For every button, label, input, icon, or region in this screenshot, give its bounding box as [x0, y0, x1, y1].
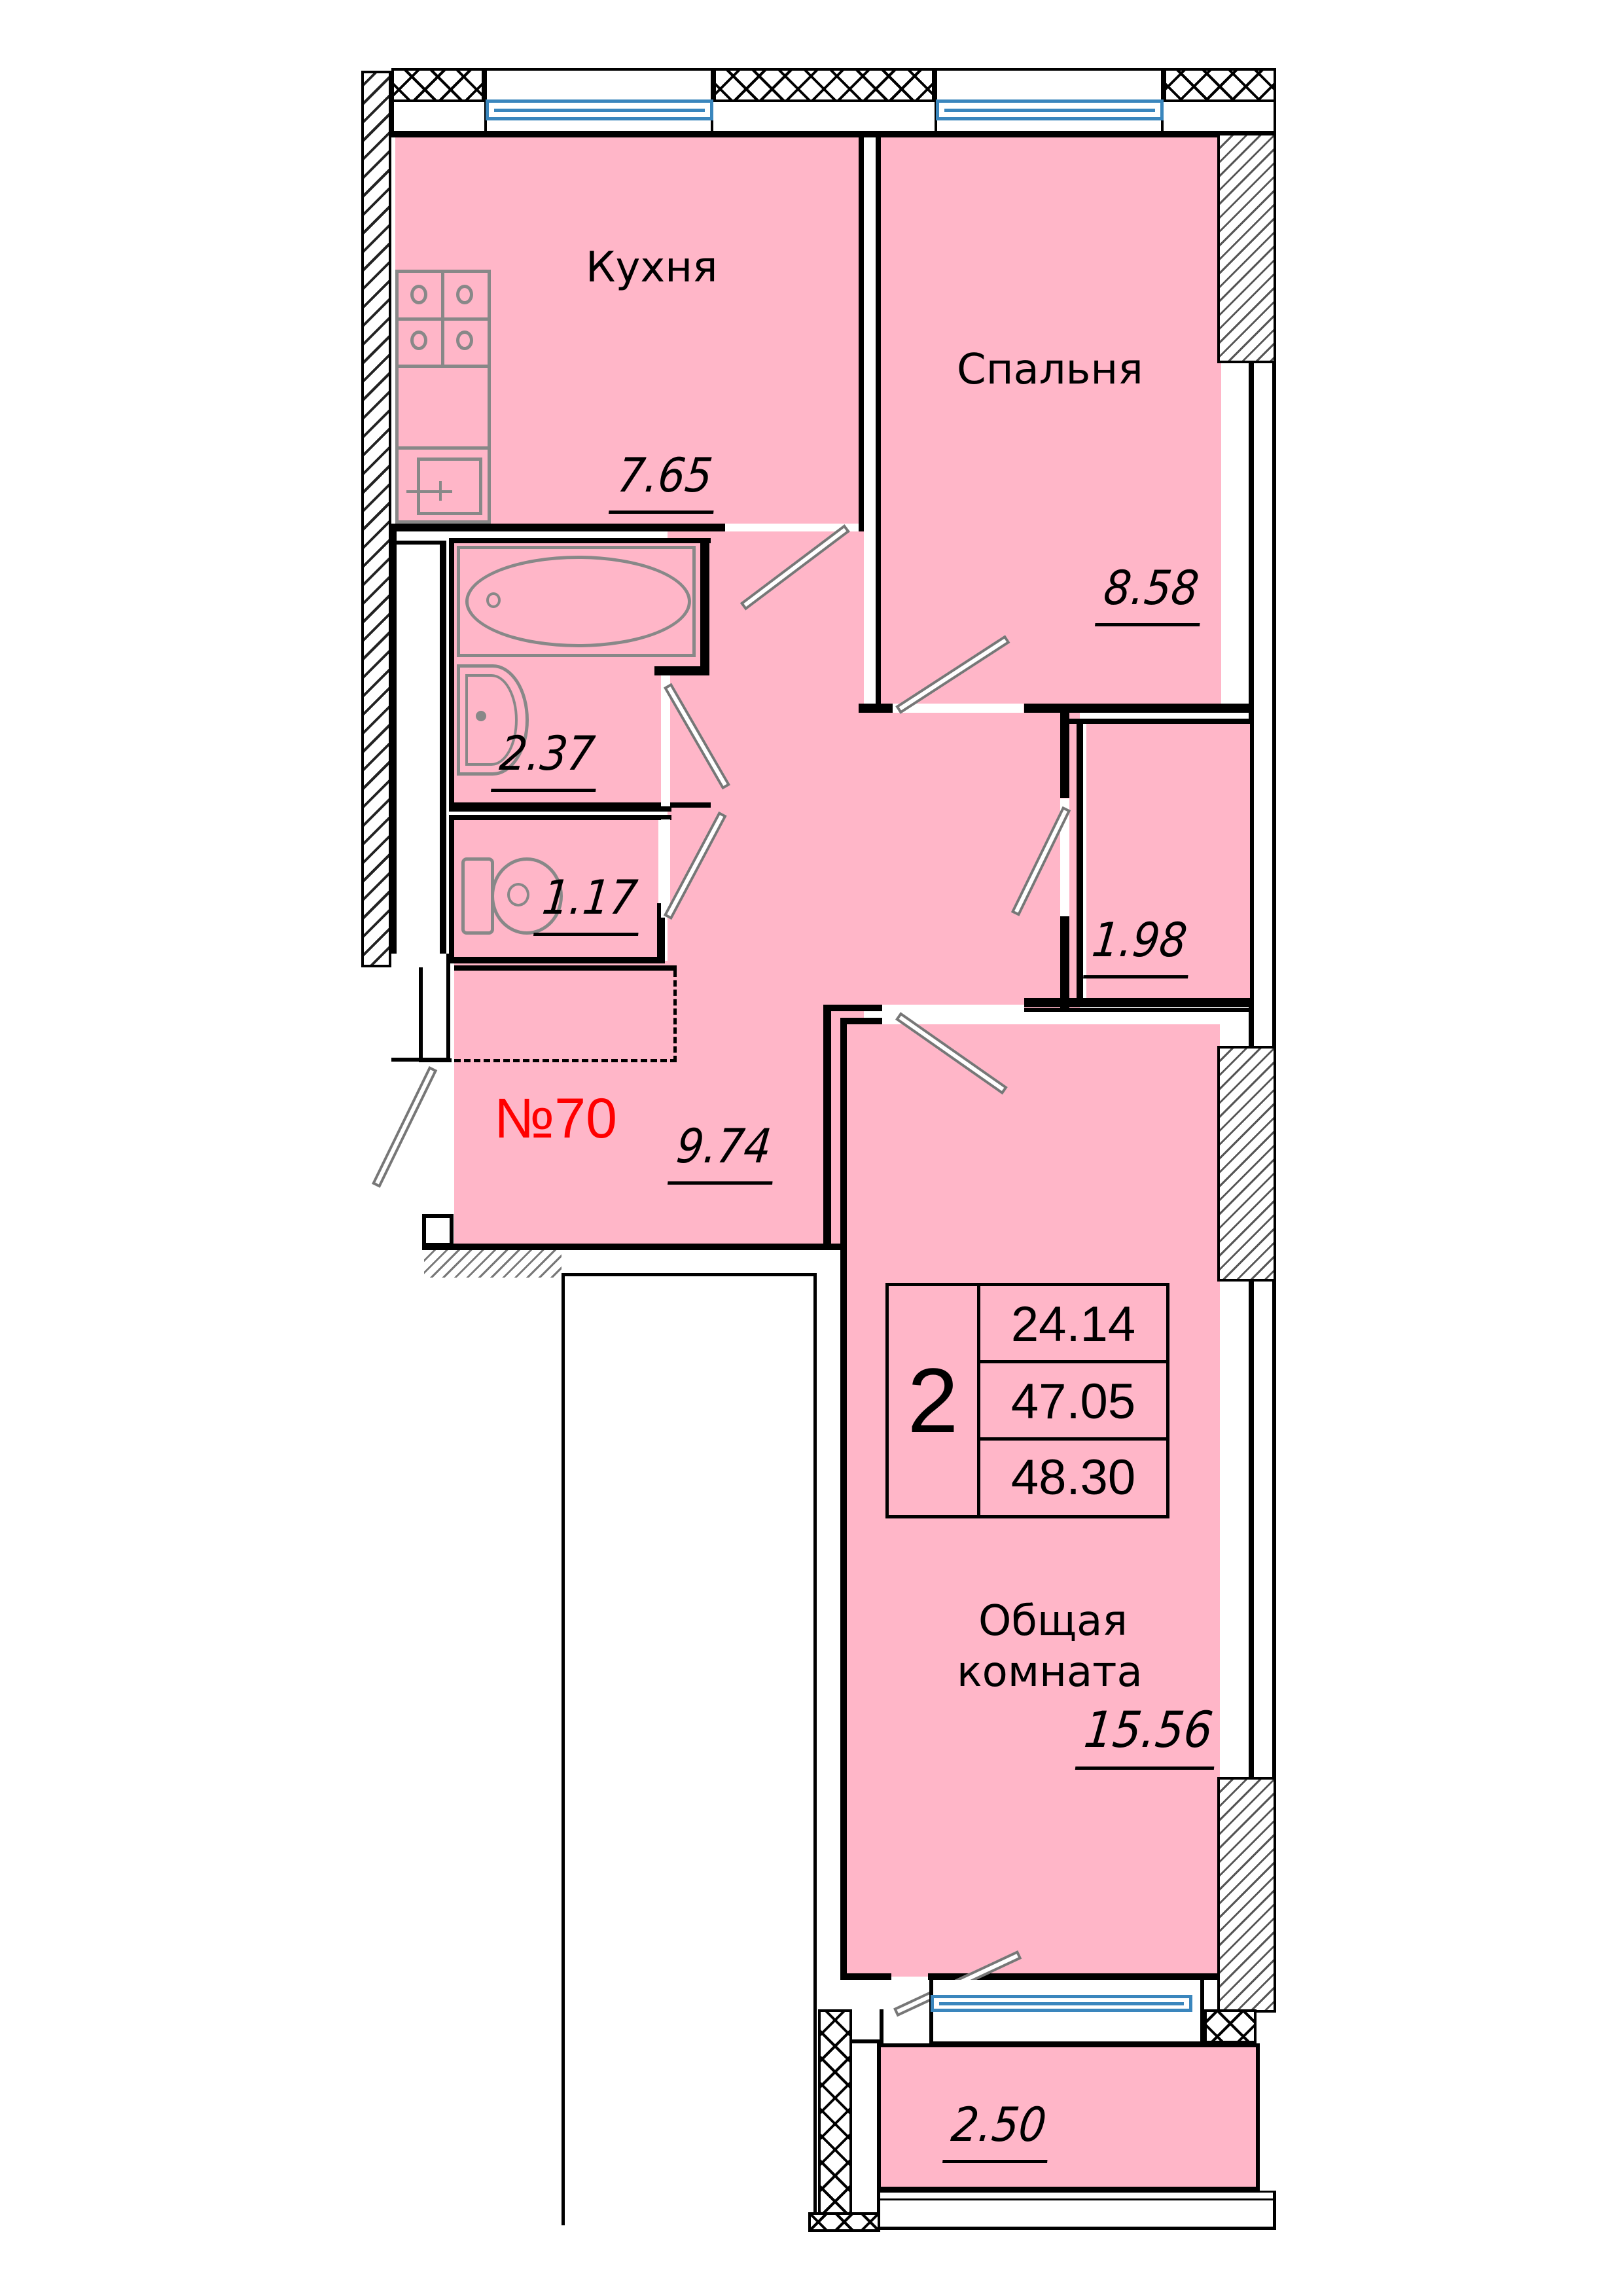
hallway-area: 9.74 [668, 1119, 779, 1185]
living-name-line1: Общая [978, 1597, 1128, 1645]
storage-door-opening [1060, 798, 1069, 916]
entry-jamb [422, 1214, 454, 1247]
entry-door[interactable] [372, 1066, 438, 1188]
bath-wc-wall-2 [449, 815, 671, 820]
storage-bottom-wall [1024, 998, 1250, 1007]
total-area-with-balcony: 48.30 [1010, 1450, 1136, 1505]
balcony-wall-right [1204, 2009, 1257, 2043]
wc-left-wall [449, 815, 454, 962]
entry-wall-notch [419, 967, 452, 1062]
corner-wall-bottom [808, 2212, 880, 2232]
top-wall-segment-3 [1164, 68, 1276, 102]
living-area-total: 24.14 [980, 1286, 1166, 1363]
kitchen-window [486, 99, 713, 120]
hallway-bottom-wall [422, 1244, 847, 1250]
room-living [847, 1024, 1220, 1977]
bedroom-name: Спальня [957, 346, 1143, 394]
top-inner-wall [391, 131, 1276, 137]
wc-right-wall [657, 903, 665, 963]
living-name-line2: комната [957, 1648, 1143, 1696]
balcony-area: 2.50 [942, 2097, 1054, 2163]
stove-icon [395, 270, 491, 368]
storage-left-wall-bottom [1060, 916, 1069, 1008]
hallway-lower [454, 961, 825, 1246]
bathroom-right-wall [700, 538, 709, 675]
corridor-top [562, 1250, 817, 1276]
left-exterior-wall [361, 71, 391, 967]
storage-area: 1.98 [1083, 912, 1195, 978]
balcony-railing [877, 2191, 1276, 2230]
toilet-bowl-icon [491, 857, 563, 935]
living-left-wall [840, 1018, 847, 1980]
storage-left-wall-top [1060, 713, 1069, 798]
hall-living-wall [823, 1005, 831, 1250]
bathroom-area: 2.37 [491, 726, 603, 792]
bedroom-bottom-wall-left [859, 704, 893, 713]
wall-gap [864, 137, 876, 710]
left-inner-top [391, 541, 446, 545]
wardrobe-top [454, 965, 677, 971]
living-bottom-wall-right [928, 1973, 1219, 1980]
toilet-icon [461, 857, 494, 935]
wardrobe-dashed-outline [454, 971, 677, 1062]
washbasin-icon [457, 664, 529, 776]
bath-wc-wall [449, 805, 671, 812]
apartment-summary: 2 24.14 47.05 48.30 [885, 1283, 1169, 1518]
kitchen-bedroom-wall-b [876, 137, 881, 713]
living-pillar-2 [1217, 1777, 1276, 2013]
hallway-center [668, 704, 1080, 1011]
sink-icon [395, 446, 491, 524]
room-balcony [877, 2043, 1260, 2191]
wc-door-opening [661, 819, 670, 918]
balcony-window-frame [929, 1980, 1204, 2045]
wc-bottom-wall [449, 957, 665, 963]
toilet-area: 1.17 [533, 870, 645, 936]
top-wall-segment-1 [391, 68, 484, 102]
bathtub-icon [457, 546, 696, 657]
bedroom-pillar [1217, 133, 1276, 363]
kitchen-door-opening [725, 524, 859, 531]
room-bedroom [881, 137, 1221, 704]
kitchen-name: Кухня [586, 243, 718, 292]
bedroom-window [936, 99, 1164, 120]
kitchen-area: 7.65 [609, 448, 721, 514]
bedroom-door-opening [893, 704, 1024, 713]
counter-icon [395, 365, 491, 450]
kitchen-bedroom-wall-a [859, 137, 864, 681]
storage-top-wall [1069, 719, 1250, 724]
stair-hatch [424, 1250, 562, 1278]
apartment-number: №70 [494, 1087, 617, 1150]
left-inner-wall-2 [440, 543, 446, 962]
balcony-window [931, 1995, 1192, 2012]
room-storage [1086, 723, 1250, 998]
bath-door-opening [661, 675, 670, 806]
top-wall-segment-2 [713, 68, 935, 102]
rooms-count: 2 [889, 1286, 980, 1515]
balcony-left-jamb [851, 2009, 883, 2043]
storage-left-wall-inner [1077, 723, 1083, 998]
total-area: 47.05 [980, 1363, 1166, 1441]
storage-bottom-wall-2 [1024, 1008, 1250, 1012]
bedroom-area: 8.58 [1095, 560, 1207, 626]
kitchen-bottom-wall [391, 524, 725, 531]
living-door-opening [882, 1005, 1024, 1018]
left-inner-wall [391, 531, 397, 954]
corridor-outline [562, 1250, 817, 2225]
hall-living-top [823, 1005, 882, 1011]
living-area: 15.56 [1075, 1700, 1221, 1770]
bathroom-notch [654, 666, 709, 675]
balcony-wall-left [818, 2009, 852, 2231]
living-left-top [840, 1018, 882, 1024]
bedroom-bottom-wall-right [1024, 704, 1250, 713]
living-pillar-1 [1217, 1046, 1276, 1282]
living-bottom-wall [840, 1973, 891, 1980]
